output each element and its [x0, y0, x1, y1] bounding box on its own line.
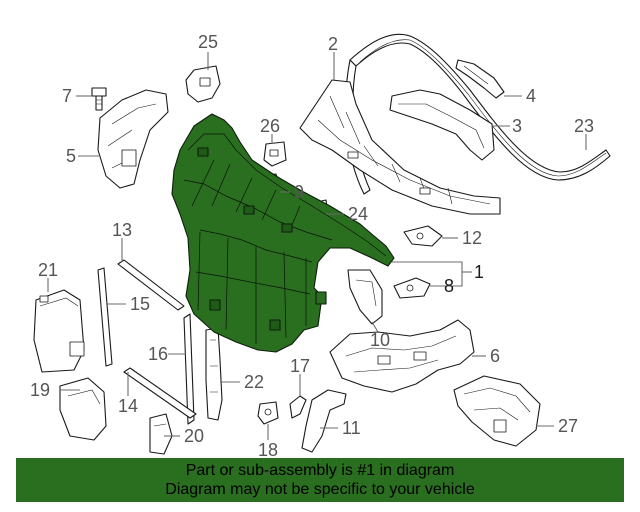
- callout-7: 7: [62, 86, 72, 106]
- callout-14: 14: [118, 396, 138, 416]
- callout-17: 17: [290, 356, 310, 376]
- part-17-hose[interactable]: [289, 395, 307, 419]
- callout-22: 22: [244, 372, 264, 392]
- callout-23: 23: [574, 116, 594, 136]
- part-10-support[interactable]: [347, 269, 383, 325]
- disclaimer-footer: Part or sub-assembly is #1 in diagram Di…: [16, 458, 624, 502]
- part-7-bolt[interactable]: [91, 87, 107, 111]
- part-2-upper-carrier[interactable]: [299, 79, 501, 215]
- callout-12: 12: [462, 228, 482, 248]
- part-21-module[interactable]: [33, 289, 85, 373]
- part-14-seal-strip[interactable]: [123, 367, 197, 419]
- footer-line-highlight-note: Part or sub-assembly is #1 in diagram: [185, 462, 455, 479]
- part-3-bracket[interactable]: [389, 89, 495, 161]
- callout-16: 16: [148, 344, 168, 364]
- callout-19: 19: [30, 380, 50, 400]
- callout-1: 1: [474, 262, 484, 282]
- callout-11: 11: [342, 418, 361, 438]
- part-16-seal-strip[interactable]: [183, 313, 195, 425]
- callout-8: 8: [444, 276, 454, 296]
- part-8-bracket[interactable]: [393, 277, 431, 299]
- part-1-radiator-support[interactable]: [171, 113, 395, 353]
- callout-13: 13: [112, 220, 132, 240]
- callout-27: 27: [558, 416, 578, 436]
- callout-20: 20: [184, 426, 204, 446]
- leader-lines: [47, 52, 587, 440]
- part-12-bracket[interactable]: [403, 225, 443, 247]
- footer-line-disclaimer: Diagram may not be specific to your vehi…: [165, 481, 475, 498]
- callout-9: 9: [294, 182, 304, 202]
- part-18-clip[interactable]: [257, 401, 279, 425]
- callout-15: 15: [130, 294, 150, 314]
- callout-6: 6: [490, 346, 500, 366]
- part-13-seal-strip[interactable]: [117, 259, 185, 311]
- part-22-bracket[interactable]: [205, 327, 223, 421]
- part-25-bracket[interactable]: [185, 65, 221, 103]
- callout-24: 24: [348, 204, 368, 224]
- callout-26: 26: [260, 116, 280, 136]
- callout-25: 25: [198, 32, 218, 52]
- callout-4: 4: [526, 86, 536, 106]
- callout-2: 2: [328, 34, 338, 54]
- callout-5: 5: [66, 146, 76, 166]
- callout-21: 21: [38, 260, 58, 280]
- part-26-bracket[interactable]: [263, 141, 287, 167]
- part-6-lower-carrier[interactable]: [329, 319, 475, 393]
- callout-3: 3: [512, 116, 522, 136]
- footer-banner: [16, 458, 624, 502]
- part-5-side-panel[interactable]: [97, 89, 169, 189]
- part-11-bracket[interactable]: [301, 389, 347, 453]
- part-19-deflector[interactable]: [59, 377, 107, 441]
- part-27-bracket-assembly[interactable]: [453, 375, 541, 447]
- callout-10: 10: [370, 330, 390, 350]
- callout-labels: 25 2 7 4 3 23 26 5 9 24 12 13 21 1 8 15 …: [30, 32, 594, 460]
- part-4-clip[interactable]: [455, 59, 505, 99]
- part-15-seal-strip[interactable]: [97, 267, 113, 367]
- part-20-bracket[interactable]: [149, 413, 173, 455]
- callout-18: 18: [258, 440, 278, 460]
